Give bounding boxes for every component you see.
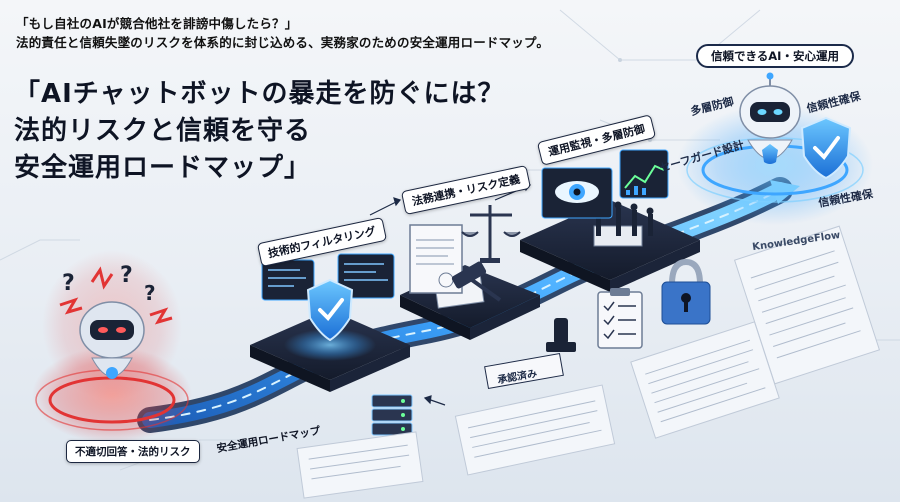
start-risk-label: 不適切回答・法的リスク bbox=[66, 440, 200, 463]
intro-text: 「もし自社のAIが競合他社を誹謗中傷したら？」 法的責任と信頼失墜のリスクを体系… bbox=[16, 14, 549, 52]
svg-text:?: ? bbox=[144, 281, 156, 305]
checklist-clipboard-icon bbox=[597, 288, 643, 349]
shield-check-icon bbox=[306, 278, 354, 342]
gavel-icon bbox=[451, 261, 502, 302]
headline-line-2: 法的リスクと信頼を守る bbox=[14, 116, 312, 146]
scales-of-justice-icon bbox=[461, 205, 521, 263]
headline-line-1: 「AIチャットボットの暴走を防ぐには？ bbox=[14, 79, 505, 109]
intro-summary: 法的責任と信頼失墜のリスクを体系的に封じ込める、実務家のための安全運用ロードマッ… bbox=[16, 35, 550, 50]
svg-text:?: ? bbox=[120, 263, 133, 288]
goal-badge: 信頼できるAI・安心運用 bbox=[696, 44, 854, 68]
stage-1-platform bbox=[250, 253, 410, 392]
padlock-icon bbox=[661, 258, 711, 325]
monitoring-eye-screen-icon bbox=[541, 167, 613, 219]
server-stack-icon bbox=[371, 394, 413, 436]
document-stack-icon bbox=[296, 225, 881, 499]
headline-line-3: 安全運用ロードマップ」 bbox=[14, 153, 312, 183]
troubled-robot-icon: ? ? ? bbox=[59, 263, 173, 379]
stage-3-platform bbox=[520, 200, 700, 292]
large-shield-check-icon bbox=[800, 116, 852, 180]
trusted-robot-icon bbox=[739, 72, 801, 164]
approval-stamp-icon bbox=[484, 318, 576, 390]
intro-question: 「もし自社のAIが競合他社を誹謗中傷したら？」 bbox=[16, 16, 298, 31]
dashboard-chart-screen-icon bbox=[619, 149, 669, 199]
headline: 「AIチャットボットの暴走を防ぐには？ 法的リスクと信頼を守る 安全運用ロードマ… bbox=[14, 76, 505, 187]
svg-text:?: ? bbox=[62, 271, 75, 296]
